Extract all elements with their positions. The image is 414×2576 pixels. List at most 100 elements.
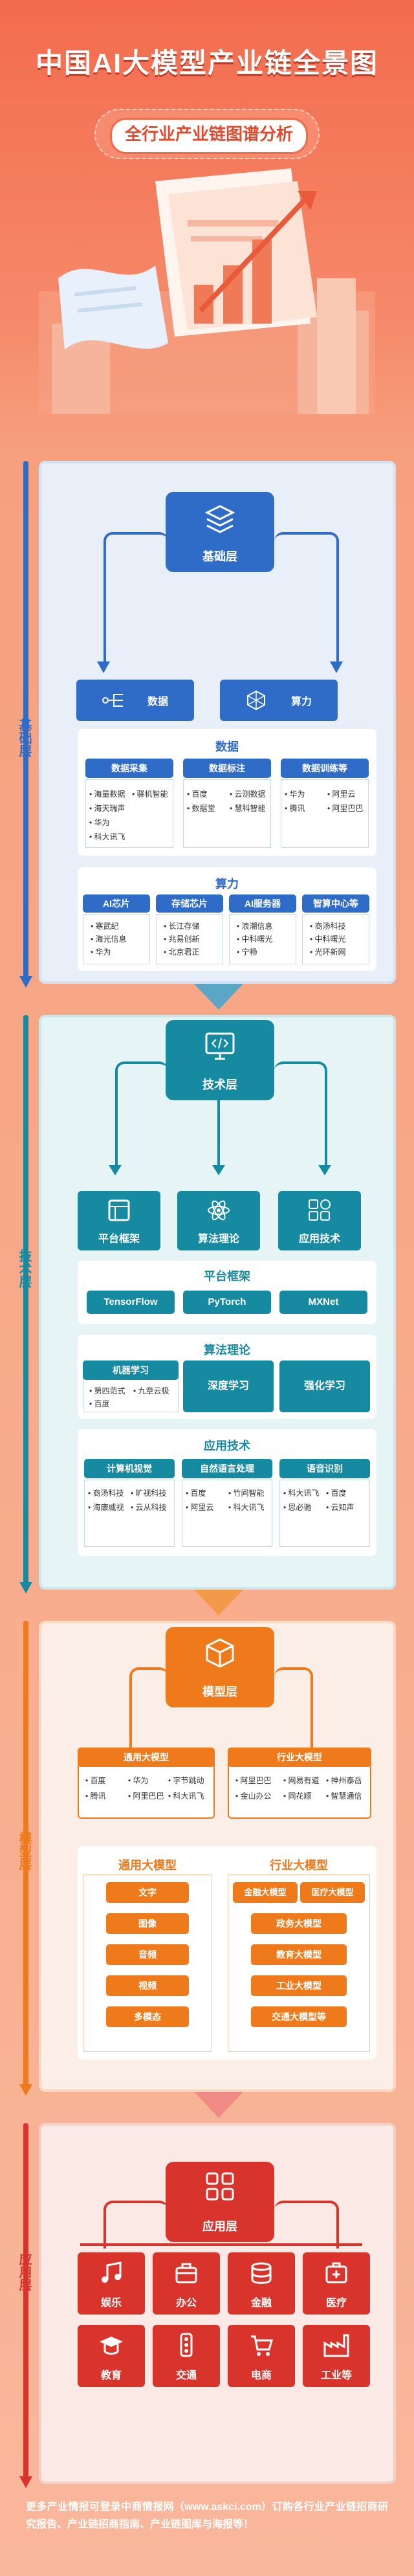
- industry-types-title: 行业大模型: [270, 1859, 328, 1872]
- list-item: 科大讯飞: [228, 1502, 265, 1513]
- list-item: 中科曙光: [310, 933, 346, 944]
- col-server-box: [229, 914, 296, 964]
- tech-connector-right: [274, 1061, 327, 1168]
- col-data-labeling: 数据标注: [183, 759, 271, 778]
- general-model-card: 通用大模型 百度 华为 字节跳动 腾讯 阿里巴巴 科大讯飞: [78, 1748, 215, 1819]
- tech-connector-center: [217, 1100, 220, 1165]
- node-platform-label: 平台框架: [98, 1234, 140, 1245]
- list-item: 同花顺: [283, 1790, 312, 1801]
- basic-side-arrow: [19, 976, 32, 988]
- list-item: 第四范式: [89, 1385, 125, 1396]
- app-tech-panel: 应用技术 计算机视觉 自然语言处理 语音识别 商汤科技 旷视科技 海康威视 云从…: [78, 1429, 376, 1556]
- list-item: 九章云极: [133, 1385, 169, 1396]
- page-title: 中国AI大模型产业链全景图: [35, 48, 378, 78]
- app-side-bar: [23, 2123, 28, 2479]
- model-connector-right: [274, 1667, 313, 1748]
- tile-office-label: 办公: [175, 2298, 197, 2309]
- list-item: 华为: [128, 1775, 149, 1786]
- list-item: 金山办公: [235, 1790, 272, 1801]
- node-app-tech: 应用技术: [278, 1191, 361, 1250]
- chip-deep-learning: 深度学习: [183, 1360, 274, 1412]
- list-item: 阿里巴巴: [128, 1790, 164, 1801]
- app-connector-left: [104, 2201, 168, 2248]
- app-connector-bar: [80, 2243, 362, 2246]
- chip-gov-model: 政务大模型: [251, 1913, 347, 1934]
- chip-medical-model: 医疗大模型: [300, 1882, 365, 1903]
- list-item: 智慧通信: [326, 1790, 362, 1801]
- basic-arrow-left: [97, 661, 110, 673]
- list-item: 腾讯: [85, 1790, 106, 1801]
- platform-icon: [108, 1199, 130, 1221]
- col-data-collection: 数据采集: [85, 759, 173, 778]
- model-types-panel: 通用大模型 行业大模型 文字 图像 音频 视频 多模态 金融大模型 医疗大模型 …: [78, 1846, 376, 2060]
- chip-transport-model: 交通大模型等: [251, 2006, 347, 2027]
- general-types-box: [83, 1874, 212, 2052]
- app-side-label: 应用层: [14, 2252, 34, 2296]
- list-item: 云知声: [326, 1502, 354, 1513]
- basic-arrow-right: [330, 661, 343, 673]
- model-side-label: 模型层: [14, 1832, 34, 1875]
- list-item: 百度: [186, 1487, 206, 1498]
- node-data-label: 数据: [147, 696, 169, 707]
- tile-education-label: 教育: [100, 2370, 122, 2381]
- list-item: 慧科智能: [230, 803, 266, 814]
- tech-arrow-right: [318, 1165, 331, 1175]
- chip-hex-icon: [247, 690, 265, 711]
- chip-image: 图像: [106, 1913, 189, 1934]
- list-item: 北京君正: [164, 946, 200, 957]
- list-item: 海光信息: [91, 933, 127, 944]
- basic-connector-right: [274, 532, 339, 664]
- basic-connector-left: [104, 532, 168, 664]
- cube-icon: [206, 1638, 234, 1668]
- list-item: 阿里云: [327, 788, 356, 799]
- algorithm-panel-title: 算法理论: [204, 1344, 250, 1357]
- app-tech-panel-title: 应用技术: [204, 1439, 250, 1452]
- code-monitor-icon: [205, 1032, 235, 1060]
- col-ai-chip-box: [83, 914, 150, 964]
- model-connector-left: [129, 1667, 168, 1748]
- chip-pytorch: PyTorch: [183, 1291, 271, 1314]
- compute-panel: 算力 AI芯片 存储芯片 AI服务器 智算中心等 寒武纪 海光信息 华为 长江存…: [78, 867, 376, 971]
- tech-side-label-text: 技术层: [17, 1249, 31, 1288]
- app-connector-right: [274, 2201, 339, 2248]
- model-side-bar: [23, 1621, 28, 2087]
- col-storage-chip: 存储芯片: [156, 894, 223, 913]
- tile-finance: 金融: [228, 2252, 295, 2315]
- list-item: 云测数据: [230, 788, 266, 799]
- tile-traffic: 交通: [153, 2325, 220, 2387]
- data-panel: 数据 数据采集 数据标注 数据训练等 海量数据 海天瑞声 华为 驿机智能 科大讯…: [78, 729, 376, 856]
- node-compute-label: 算力: [291, 696, 312, 707]
- basic-side-label: 基础层: [14, 718, 34, 762]
- data-panel-title: 数据: [215, 740, 239, 753]
- col-center-box: [302, 914, 369, 964]
- col-ai-chip: AI芯片: [83, 894, 150, 913]
- list-item: 海量数据: [89, 788, 125, 799]
- basic-layer-box: 基础层: [166, 492, 274, 572]
- col-nlp: 自然语言处理: [182, 1459, 272, 1478]
- list-item: 海天瑞声: [89, 803, 125, 814]
- tech-layer-label: 技术层: [202, 1078, 237, 1091]
- model-side-arrow: [19, 2084, 32, 2096]
- list-item: 百度: [187, 788, 208, 799]
- grid-icon: [206, 2172, 234, 2201]
- chip-machine-learning: 机器学习: [83, 1360, 179, 1380]
- app-side-arrow: [19, 2476, 32, 2488]
- factory-icon: [323, 2334, 349, 2357]
- list-item: 商汤科技: [310, 920, 346, 931]
- list-item: 神州泰岳: [326, 1775, 362, 1786]
- basic-layer-label: 基础层: [202, 550, 237, 563]
- list-item: 光环新网: [310, 946, 346, 957]
- node-platform: 平台框架: [78, 1191, 160, 1250]
- list-item: 科大讯飞: [283, 1487, 320, 1498]
- basic-side-bar: [23, 461, 28, 979]
- list-item: 商汤科技: [88, 1487, 124, 1498]
- tile-medical-label: 医疗: [325, 2298, 347, 2309]
- list-item: 百度: [89, 1398, 110, 1409]
- col-cv-box: [84, 1480, 175, 1547]
- briefcase-icon: [175, 2263, 197, 2283]
- list-item: 中科曙光: [237, 933, 273, 944]
- medical-icon: [325, 2262, 347, 2283]
- list-item: 宁畅: [237, 946, 257, 957]
- tile-entertainment: 娱乐: [78, 2252, 145, 2315]
- data-flow-icon: [102, 694, 123, 707]
